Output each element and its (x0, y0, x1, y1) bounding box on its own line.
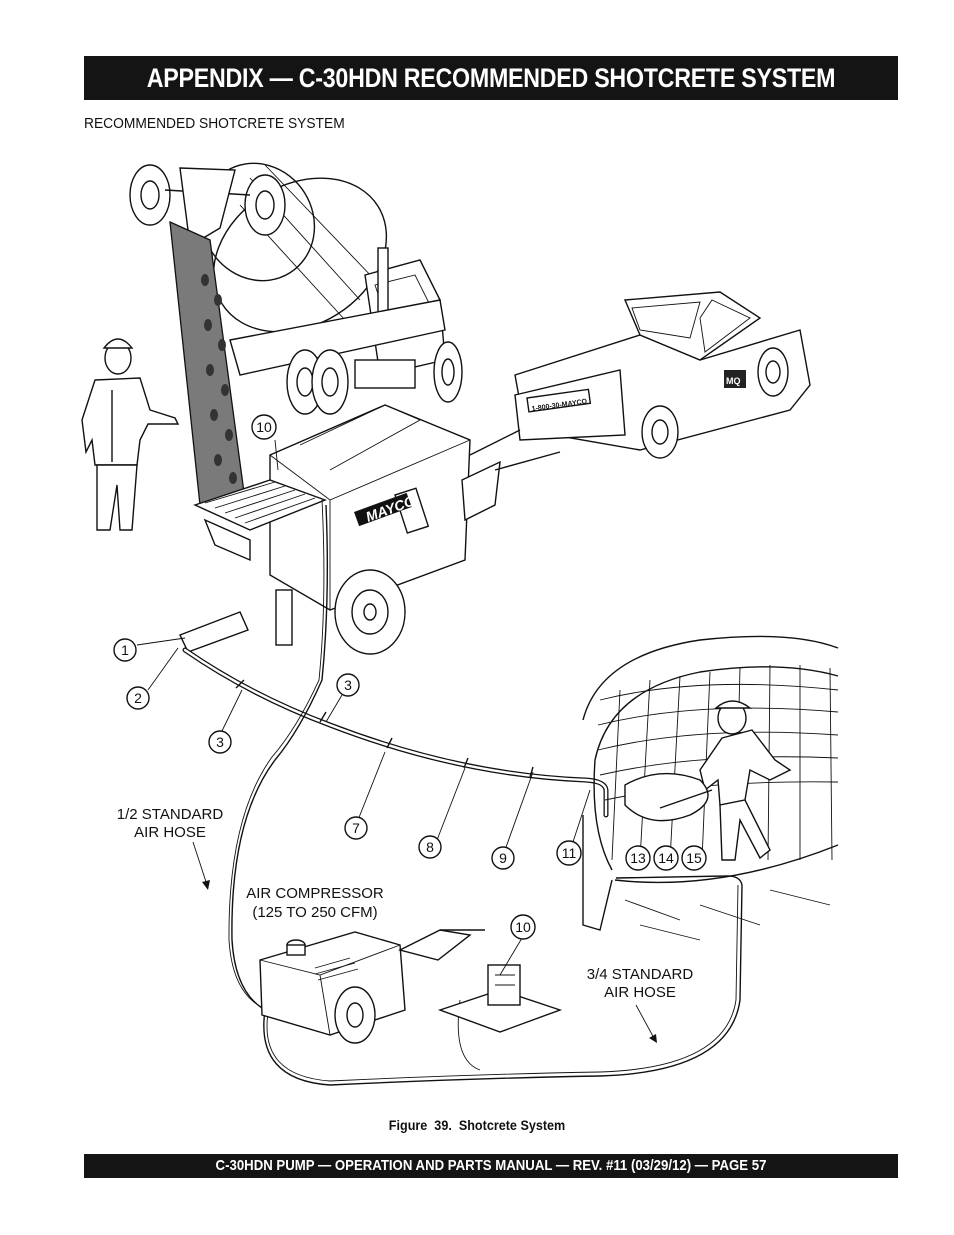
three-quarter-hose-label-line1: 3/4 STANDARD (587, 966, 694, 983)
callout-3-left: 3 (208, 730, 232, 754)
half-hose-label-line1: 1/2 STANDARD (117, 806, 224, 823)
callout-9: 9 (491, 846, 515, 870)
page-title-bar: APPENDIX — C-30HDN RECOMMENDED SHOTCRETE… (84, 56, 898, 100)
callout-10-top: 10 (251, 414, 277, 440)
svg-text:8: 8 (426, 839, 434, 855)
chute-concrete-drops (201, 274, 237, 484)
air-manifold-illustration (437, 964, 563, 1033)
half-hose-arrowhead (202, 880, 210, 890)
callout-10-bottom: 10 (510, 914, 536, 940)
compressor-label-line2: (125 TO 250 CFM) (252, 904, 377, 921)
page-footer-text: C-30HDN PUMP — OPERATION AND PARTS MANUA… (215, 1157, 767, 1174)
svg-text:11: 11 (562, 845, 577, 861)
callout-7: 7 (344, 816, 368, 840)
callout-15: 15 (681, 845, 707, 871)
callout-8: 8 (418, 835, 442, 859)
svg-text:14: 14 (658, 850, 674, 866)
callout-14: 14 (653, 845, 679, 871)
worker-figure-left (81, 338, 180, 531)
svg-text:13: 13 (630, 850, 646, 866)
air-compressor-illustration (259, 929, 485, 1044)
air-hose-half-inch (228, 499, 329, 1009)
svg-text:9: 9 (499, 850, 507, 866)
three-quarter-hose-label-line2: AIR HOSE (604, 984, 676, 1001)
pump-logo-plate (354, 492, 412, 527)
material-hose (182, 647, 609, 818)
callout-2: 2 (126, 686, 150, 710)
callout-leaders (136, 439, 656, 1041)
svg-text:10: 10 (515, 919, 531, 935)
callout-11: 11 (556, 840, 582, 866)
figure-caption: Figure 39. Shotcrete System (0, 1117, 954, 1133)
svg-text:1: 1 (121, 642, 129, 658)
figure-caption-text: Figure 39. Shotcrete System (388, 1117, 566, 1133)
callout-13: 13 (625, 845, 651, 871)
callout-3-right: 3 (336, 673, 360, 697)
svg-text:3: 3 (344, 677, 352, 693)
truck-mq-badge: MQ (726, 376, 741, 386)
mixer-truck-illustration (129, 162, 463, 415)
svg-text:2: 2 (134, 690, 142, 706)
half-hose-label-line2: AIR HOSE (134, 824, 206, 841)
svg-text:3: 3 (216, 734, 224, 750)
svg-text:15: 15 (686, 850, 702, 866)
air-line-to-nozzle (615, 875, 743, 886)
compressor-label-line1: AIR COMPRESSOR (246, 885, 384, 902)
page-title: APPENDIX — C-30HDN RECOMMENDED SHOTCRETE… (146, 63, 836, 93)
nozzleman-figure (624, 700, 792, 861)
section-heading: RECOMMENDED SHOTCRETE SYSTEM (84, 115, 345, 132)
page-footer-bar: C-30HDN PUMP — OPERATION AND PARTS MANUA… (84, 1154, 898, 1178)
three-quarter-hose-arrowhead (649, 1034, 657, 1043)
pool-illustration (582, 635, 839, 941)
pickup-truck-illustration (469, 291, 811, 459)
callout-1: 1 (113, 638, 137, 662)
svg-text:10: 10 (256, 419, 272, 435)
svg-text:7: 7 (352, 820, 360, 836)
